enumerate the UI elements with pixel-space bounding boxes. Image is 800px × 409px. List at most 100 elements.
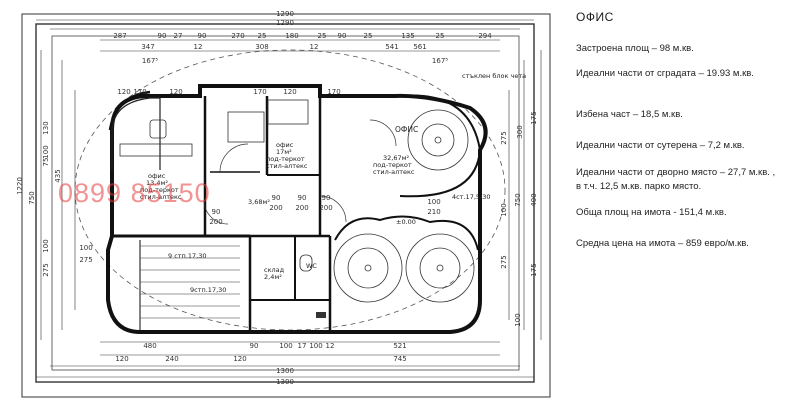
dim-label: 100 — [79, 244, 92, 252]
dim-label: 120 — [117, 88, 130, 96]
round-table-top — [407, 109, 469, 171]
dim-label: 25 — [436, 32, 445, 40]
room-wc-label: WC — [306, 262, 317, 270]
window-note-2: 4ст.17,5/30 — [452, 193, 491, 201]
dim-label: 435 — [54, 169, 62, 182]
dim-label: 200 — [319, 204, 332, 212]
level-mark: ±0.00 — [396, 218, 416, 226]
dim-label: 300 — [516, 125, 524, 138]
desk — [119, 143, 193, 157]
dim-label: 120 — [233, 355, 246, 363]
dim-label: 170 — [133, 88, 146, 96]
stairs-label-top: 9 стп.17,30 — [168, 252, 207, 260]
dim-label: 561 — [413, 43, 426, 51]
dim-overall-bottom-1: 1300 — [276, 367, 294, 375]
dim-label: 200 — [209, 218, 222, 226]
dim-label: 287 — [113, 32, 126, 40]
room-hall-area: 3,68м² — [248, 198, 270, 206]
room-office-mid-area: 17м² — [276, 148, 292, 156]
dim-label: 745 — [393, 355, 406, 363]
dim-label: 170 — [327, 88, 340, 96]
dim-label: 130 — [42, 121, 50, 134]
dim-label: 100 — [42, 239, 50, 252]
dim-label: 90 — [198, 32, 207, 40]
dim-label: 100 — [279, 342, 292, 350]
dim-label: 120 — [169, 88, 182, 96]
dim-label: 90 — [212, 208, 221, 216]
dim-label: 275 — [42, 263, 50, 276]
dim-label: 521 — [393, 342, 406, 350]
dim-label: 240 — [165, 355, 178, 363]
info-yard-share: Идеални части от дворно място – 27,7 м.к… — [576, 167, 776, 178]
desk-chair — [149, 119, 167, 139]
dim-overall-top-2: 1290 — [276, 19, 294, 27]
dim-label: 25 — [364, 32, 373, 40]
dim-label: 750 — [28, 191, 36, 204]
dim-bottom-row2: 120 240 120 745 — [115, 355, 406, 363]
dim-label: 25 — [318, 32, 327, 40]
dim-label: 200 — [295, 204, 308, 212]
dim-label: 12 — [310, 43, 319, 51]
stairs-label-bottom: 9стп.17,30 — [190, 286, 226, 294]
dim-label: 400 — [530, 193, 538, 206]
plot-boundary — [35, 23, 535, 383]
dim-label: 347 — [141, 43, 154, 51]
window-note: стъклен блок чета — [462, 72, 526, 80]
dim-label: 270 — [231, 32, 244, 40]
dim-label: 25 — [258, 32, 267, 40]
dim-label: 180 — [285, 32, 298, 40]
dim-label: 17 — [298, 342, 307, 350]
dim-label: 90 — [272, 194, 281, 202]
dim-label: 90 — [338, 32, 347, 40]
room-office-left-area: 13,4м² — [146, 179, 168, 187]
info-title: ОФИС — [576, 10, 614, 24]
info-basement-share: Идеални части от сутерена – 7,2 м.кв. — [576, 140, 745, 151]
dim-overall-top-1: 1290 — [276, 10, 294, 18]
dim-label: 90 — [322, 194, 331, 202]
room-office-right-floor2: стил-алтекс — [373, 168, 415, 176]
stairs — [139, 240, 240, 330]
room-office-right-label: ОФИС — [395, 125, 418, 134]
dim-label: 200 — [269, 204, 282, 212]
dim-label: 175 — [530, 263, 538, 276]
dim-label: 210 — [427, 208, 440, 216]
room-office-mid-floor1: под-теркот — [266, 155, 305, 163]
dim-overall-bottom-2: 1300 — [276, 378, 294, 386]
dim-label: 100 — [42, 145, 50, 158]
dim-label: 100 — [500, 203, 508, 216]
info-basement: Избена част – 18,5 м.кв. — [576, 109, 683, 120]
dim-label: 120 — [115, 355, 128, 363]
dim-top-small-right: 167⁵ — [432, 57, 448, 65]
dim-label: 100 — [514, 313, 522, 326]
dim-label: 1220 — [16, 177, 24, 195]
round-table-left — [333, 233, 403, 303]
toilet — [299, 254, 313, 272]
dim-label: 12 — [326, 342, 335, 350]
dim-top-small-left: 167⁵ — [142, 57, 158, 65]
dim-label: 120 — [283, 88, 296, 96]
dim-label: 90 — [158, 32, 167, 40]
info-total-area: Обща площ на имота - 151,4 м.кв. — [576, 207, 727, 218]
dim-label: 100 — [309, 342, 322, 350]
dim-label: 27 — [174, 32, 183, 40]
room-office-mid-label: офис — [276, 141, 294, 149]
room-office-right-floor1: под-теркот — [373, 161, 412, 169]
dim-label: 275 — [79, 256, 92, 264]
dim-label: 90 — [298, 194, 307, 202]
property-info-panel: ОФИС Застроена площ – 98 м.кв. Идеални ч… — [576, 0, 798, 409]
dim-label: 90 — [250, 342, 259, 350]
dim-label: 275 — [500, 131, 508, 144]
info-parking: в т.ч. 12,5 м.кв. парко място. — [576, 181, 702, 192]
dim-label: 170 — [253, 88, 266, 96]
outer-frame — [21, 13, 551, 398]
round-table-right — [405, 233, 475, 303]
room-office-left-floor2: стил-алтекс — [140, 193, 182, 201]
room-storage-area: 2,4м² — [264, 273, 282, 281]
